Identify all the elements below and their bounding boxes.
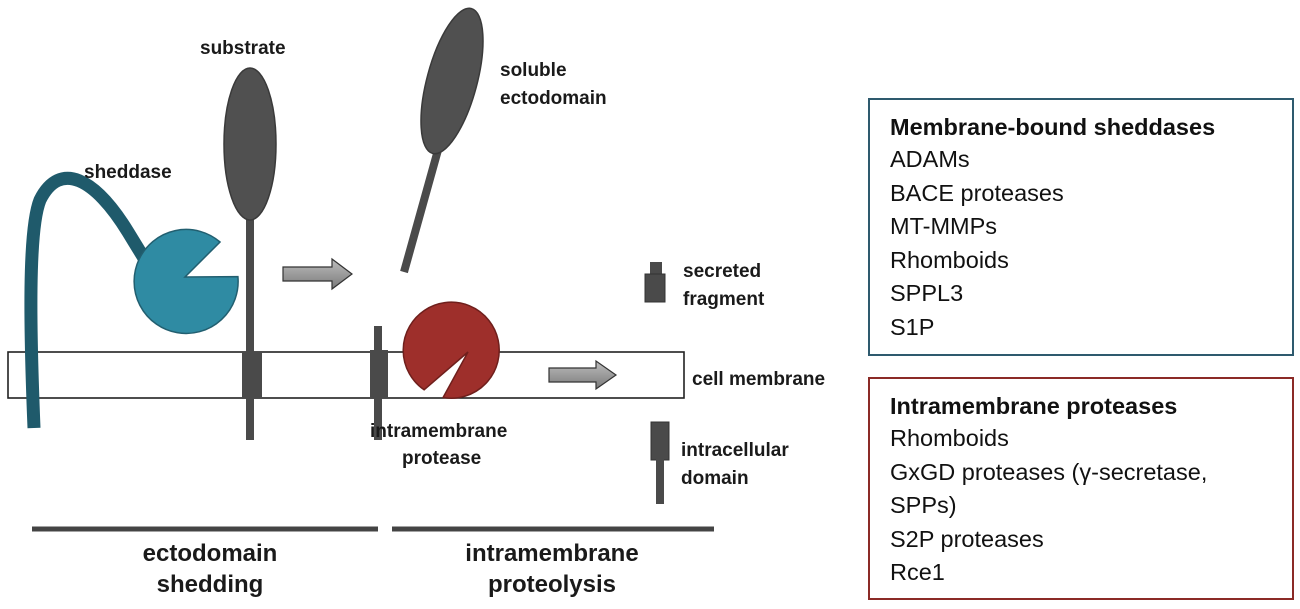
intracellular-domain (650, 421, 670, 504)
sheddases-list-item: S1P (890, 313, 935, 340)
intramembrane-proteolysis-label-1: intramembrane (465, 540, 638, 567)
substrate-transmembrane (242, 352, 262, 398)
sheddase-enzyme (133, 228, 239, 335)
intramembrane-list-item: SPPs) (890, 492, 957, 518)
intramembrane-list-item: GxGD proteases (γ-secretase, (890, 458, 1208, 485)
intramembrane-proteolysis-label-2: proteolysis (488, 571, 616, 598)
intracellular-domain-label-2: domain (681, 468, 749, 489)
ectodomain-shedding-label-2: shedding (157, 571, 264, 598)
intramembrane-protease-label-1: intramembrane (370, 421, 507, 442)
intramembrane-list-item: Rce1 (890, 559, 945, 585)
intramembrane-list-item: Rhomboids (890, 425, 1009, 451)
secreted-fragment-label-2: fragment (683, 289, 765, 310)
intramembrane-protease-enzyme (402, 301, 500, 399)
soluble-ectodomain-label-1: soluble (500, 60, 567, 81)
sheddases-list-item: Rhomboids (890, 246, 1009, 273)
intramembrane-list-item: S2P proteases (890, 525, 1044, 552)
sheddases-list-item: MT-MMPs (890, 213, 998, 239)
sheddases-list-item: SPPL3 (890, 280, 964, 306)
sheddases-list: ADAMs BACE proteases MT-MMPs Rhomboids S… (890, 143, 1278, 344)
sheddases-panel-title: Membrane-bound sheddases (890, 114, 1216, 140)
substrate-ectodomain (223, 67, 277, 221)
secreted-fragment-label-1: secreted (683, 261, 761, 282)
secreted-fragment (644, 262, 666, 303)
intracellular-domain-label-1: intracellular (681, 440, 789, 461)
sheddase-tether (24, 171, 156, 429)
sheddase-label: sheddase (84, 162, 172, 183)
sheddases-list-item: BACE proteases (890, 179, 1064, 206)
substrate-label: substrate (200, 38, 286, 59)
soluble-ectodomain (400, 7, 484, 274)
intramembrane-proteases-panel: Intramembrane proteases Rhomboids GxGD p… (868, 377, 1294, 600)
intramembrane-list: Rhomboids GxGD proteases (γ-secretase, S… (890, 422, 1278, 590)
cell-membrane-label: cell membrane (692, 369, 825, 390)
ectodomain-shedding-label-1: ectodomain (143, 540, 278, 567)
sheddases-panel: Membrane-bound sheddases ADAMs BACE prot… (868, 98, 1294, 356)
intramembrane-panel-title: Intramembrane proteases (890, 393, 1178, 419)
soluble-ectodomain-label-2: ectodomain (500, 88, 607, 109)
sheddases-list-item: ADAMs (890, 146, 970, 172)
retained-fragment-transmembrane (370, 350, 388, 398)
intramembrane-protease-label-2: protease (402, 448, 481, 469)
arrow-proteolysis (548, 359, 618, 391)
arrow-shedding (282, 257, 353, 291)
